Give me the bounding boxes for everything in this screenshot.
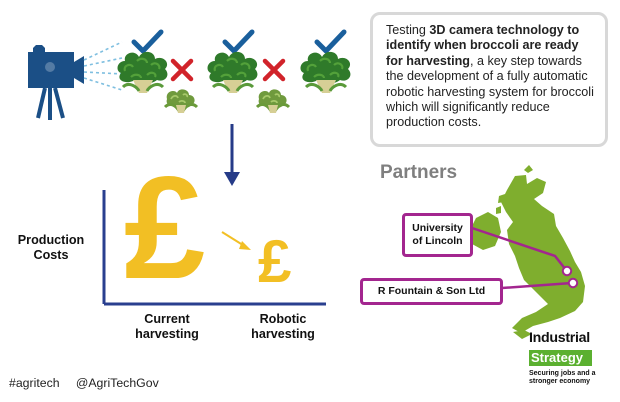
industrial-strategy-logo-title: Industrial bbox=[529, 330, 590, 346]
uk-map-icon bbox=[469, 165, 585, 339]
camera-rays bbox=[83, 41, 123, 91]
partner-connector-lines bbox=[471, 226, 573, 290]
broccoli-young-icon bbox=[163, 87, 199, 115]
down-arrow-icon bbox=[224, 124, 240, 186]
lincoln-location-marker bbox=[561, 265, 573, 277]
broccoli-young-icon bbox=[255, 87, 291, 115]
check-icon bbox=[225, 32, 252, 51]
camera-icon bbox=[28, 45, 84, 120]
check-icon bbox=[317, 32, 344, 51]
hashtags-footer: #agritech @AgriTechGov bbox=[9, 376, 159, 390]
current-harvesting-label: Current harvesting bbox=[122, 312, 212, 342]
decrease-arrow-icon bbox=[221, 231, 251, 250]
robotic-harvesting-label: Robotic harvesting bbox=[238, 312, 328, 342]
broccoli-ready-icon bbox=[299, 50, 352, 95]
production-costs-label: Production Costs bbox=[8, 233, 94, 263]
broccoli-ready-icon bbox=[116, 50, 169, 95]
check-icon bbox=[134, 32, 161, 51]
partner-fountain-label: R Fountain & Son Ltd bbox=[377, 285, 486, 297]
info-text-highlight: 3D camera technology to identify when br… bbox=[386, 23, 580, 68]
industrial-strategy-logo-strategy: Strategy bbox=[529, 350, 592, 366]
broccoli-ready-icon bbox=[206, 50, 259, 95]
partner-university-line2: of Lincoln bbox=[412, 235, 463, 247]
info-text-intro: Testing bbox=[386, 23, 430, 37]
small-pound-icon: £ bbox=[258, 228, 292, 295]
fountain-location-marker bbox=[567, 277, 579, 289]
partner-university-of-lincoln: University of Lincoln bbox=[402, 213, 473, 257]
ylabel-line1: Production bbox=[17, 233, 85, 247]
large-pound-icon: £ bbox=[124, 146, 206, 309]
partners-title: Partners bbox=[380, 162, 458, 183]
chart-axes bbox=[102, 190, 326, 306]
industrial-strategy-tagline: Securing jobs and a stronger economy bbox=[529, 370, 596, 385]
info-text-body: , a key step towards the development of … bbox=[386, 53, 594, 130]
ylabel-line2: Costs bbox=[33, 248, 69, 262]
partner-r-fountain-son: R Fountain & Son Ltd bbox=[360, 278, 503, 305]
cross-icon bbox=[265, 61, 283, 79]
current-line1: Current bbox=[144, 312, 190, 326]
robotic-line2: harvesting bbox=[251, 327, 315, 341]
current-line2: harvesting bbox=[135, 327, 199, 341]
info-text-box: Testing 3D camera technology to identify… bbox=[370, 12, 608, 147]
partner-university-line1: University bbox=[412, 222, 463, 234]
robotic-line1: Robotic bbox=[259, 312, 307, 326]
cross-icon bbox=[173, 61, 191, 79]
